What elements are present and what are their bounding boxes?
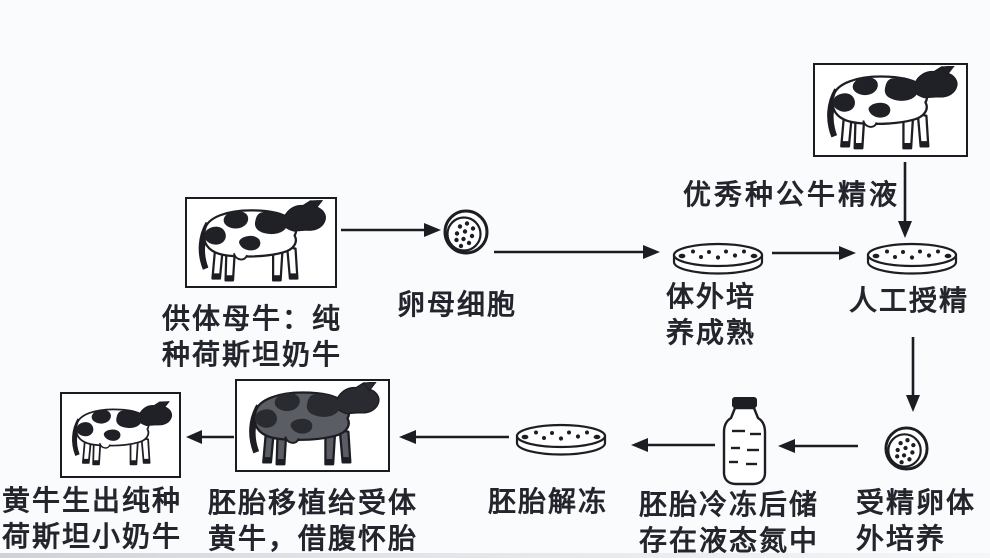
donor-cow-label-line2: 种荷斯坦奶牛 bbox=[162, 338, 343, 371]
calf-cow-icon bbox=[66, 401, 176, 469]
arrow-transfer-to-birth bbox=[186, 430, 234, 444]
zygote-label-line2: 外培养 bbox=[856, 522, 947, 555]
arrow-oocyte-to-maturation bbox=[494, 245, 660, 259]
calf-image-box bbox=[60, 392, 181, 478]
embryo-transfer-label: 胚胎移植给受体 黄牛，借腹怀胎 bbox=[208, 485, 418, 557]
embryo-transfer-label-line1: 胚胎移植给受体 bbox=[208, 486, 419, 519]
birth-label-line1: 黄牛生出纯种 bbox=[2, 484, 183, 517]
insemination-dish-icon bbox=[865, 242, 959, 278]
bull-image-box bbox=[813, 63, 968, 157]
donor-cow-image-box bbox=[185, 197, 337, 288]
zygote-cell-icon bbox=[883, 426, 930, 473]
donor-cow-label: 供体母牛：纯 种荷斯坦奶牛 bbox=[162, 301, 342, 373]
oocyte-label: 卵母细胞 bbox=[397, 288, 518, 321]
freeze-storage-label-line2: 存在液态氮中 bbox=[639, 524, 820, 557]
donor-cow-icon bbox=[191, 200, 331, 286]
maturation-dish-icon bbox=[671, 242, 765, 278]
arrow-maturation-to-insemination bbox=[772, 246, 856, 260]
birth-label-line2: 荷斯坦小奶牛 bbox=[2, 520, 183, 553]
recipient-dark-cow-icon bbox=[241, 382, 385, 470]
thaw-dish-icon bbox=[514, 423, 608, 459]
zygote-label-line1: 受精卵体 bbox=[856, 486, 977, 519]
liquid-nitrogen-bottle-icon bbox=[719, 396, 770, 487]
embryo-transfer-label-line2: 黄牛，借腹怀胎 bbox=[208, 522, 419, 555]
arrow-insemination-to-zygote bbox=[906, 337, 920, 412]
arrow-thaw-to-transfer bbox=[399, 430, 509, 444]
bull-cow-icon bbox=[819, 66, 963, 154]
insemination-label: 人工授精 bbox=[849, 284, 970, 317]
zygote-label: 受精卵体 外培养 bbox=[856, 485, 976, 557]
birth-label: 黄牛生出纯种 荷斯坦小奶牛 bbox=[2, 483, 182, 555]
freeze-storage-label: 胚胎冷冻后储 存在液态氮中 bbox=[639, 487, 819, 558]
freeze-storage-label-line1: 胚胎冷冻后储 bbox=[639, 488, 820, 521]
arrow-freeze-to-thaw bbox=[631, 438, 715, 452]
maturation-label: 体外培 养成熟 bbox=[666, 279, 756, 351]
maturation-label-line1: 体外培 bbox=[666, 280, 757, 313]
arrow-bull-to-insemination bbox=[898, 162, 912, 238]
arrow-zygote-to-freeze bbox=[778, 439, 858, 453]
maturation-label-line2: 养成熟 bbox=[666, 316, 757, 349]
recipient-cow-image-box bbox=[235, 379, 390, 472]
donor-cow-label-line1: 供体母牛：纯 bbox=[162, 302, 343, 335]
bull-semen-label: 优秀种公牛精液 bbox=[683, 178, 901, 211]
oocyte-cell-icon bbox=[442, 209, 490, 257]
scan-edge-shadow bbox=[0, 553, 990, 558]
arrow-donor-to-oocyte bbox=[341, 223, 441, 237]
thaw-label: 胚胎解冻 bbox=[488, 485, 609, 518]
